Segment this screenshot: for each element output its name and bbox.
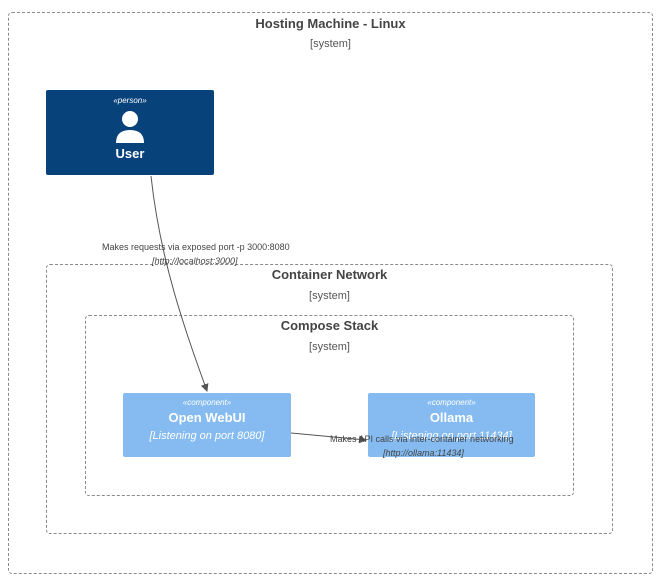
edge-user-to-webui-tech: [http://localhost:3000] bbox=[152, 256, 238, 266]
open-webui-stereotype: «component» bbox=[182, 398, 232, 407]
hosting-machine-type: [system] bbox=[310, 38, 351, 50]
edge-webui-to-ollama bbox=[290, 432, 367, 444]
person-icon bbox=[116, 111, 144, 143]
ollama-stereotype: «component» bbox=[427, 398, 476, 407]
open-webui-description: [Listening on port 8080] bbox=[149, 430, 265, 442]
user-node[interactable]: «person» User bbox=[46, 90, 214, 175]
container-network-title: Container Network bbox=[271, 267, 388, 282]
edge-webui-to-ollama-label: Makes API calls via inter-container netw… bbox=[330, 434, 514, 444]
compose-stack-type: [system] bbox=[309, 341, 350, 353]
compose-stack-boundary: Compose Stack [system] bbox=[85, 315, 574, 496]
ollama-description: [Listening on port 11434] bbox=[391, 430, 512, 442]
open-webui-title: Open WebUI bbox=[168, 410, 246, 425]
edge-user-to-webui-label: Makes requests via exposed port -p 3000:… bbox=[102, 242, 290, 252]
edge-webui-to-ollama-tech: [http://ollama:11434] bbox=[383, 448, 464, 458]
edge-user-to-webui bbox=[150, 175, 209, 392]
hosting-machine-boundary: Hosting Machine - Linux [system] bbox=[8, 12, 653, 574]
user-title: User bbox=[115, 146, 145, 161]
user-stereotype: «person» bbox=[113, 96, 147, 105]
ollama-node[interactable]: «component» Ollama [Listening on port 11… bbox=[368, 393, 535, 457]
open-webui-node[interactable]: «component» Open WebUI [Listening on por… bbox=[123, 393, 291, 457]
compose-stack-title: Compose Stack bbox=[280, 318, 379, 333]
container-network-type: [system] bbox=[309, 290, 350, 302]
hosting-machine-title: Hosting Machine - Linux bbox=[255, 16, 406, 31]
ollama-title: Ollama bbox=[429, 410, 474, 425]
container-network-boundary: Container Network [system] bbox=[46, 264, 613, 534]
